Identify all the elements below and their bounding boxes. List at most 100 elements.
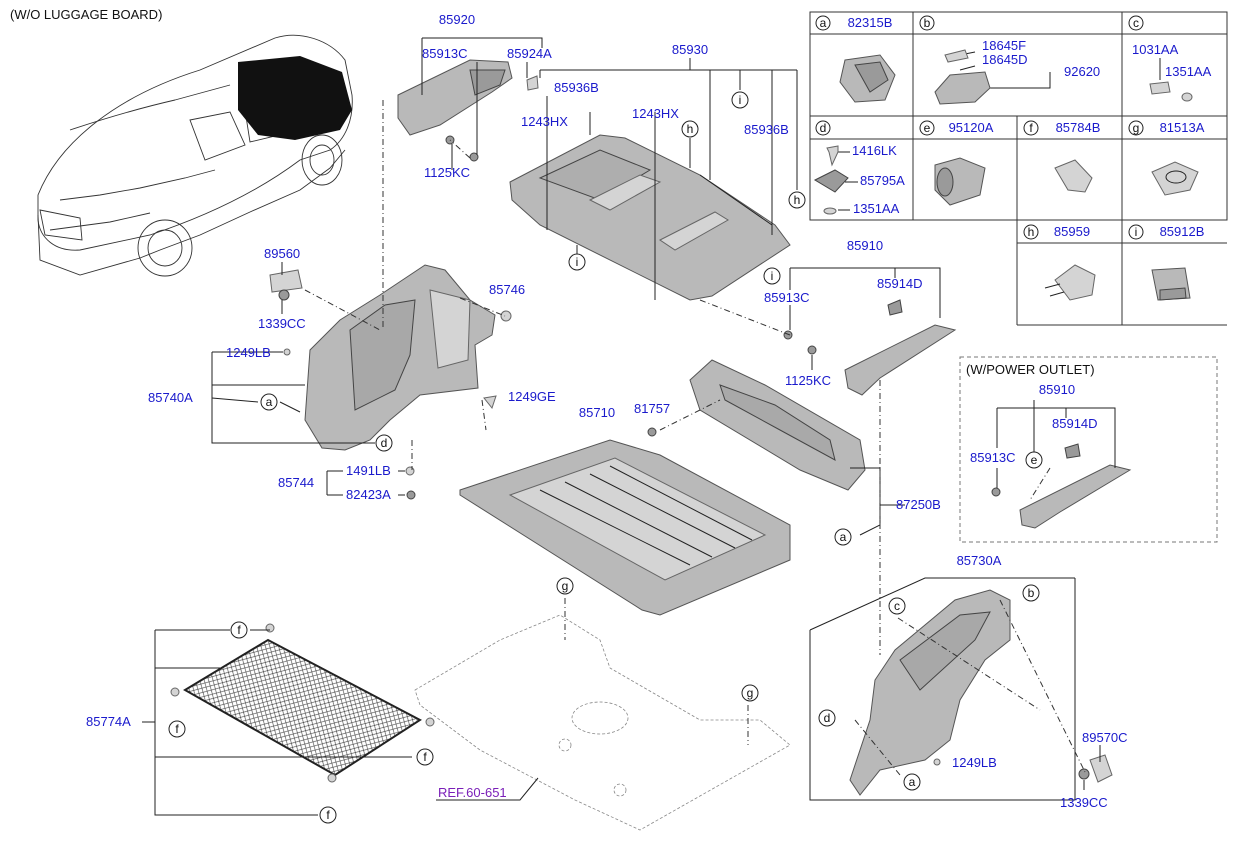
label-85924A: 85924A — [507, 46, 552, 61]
label-85740A: 85740A — [148, 390, 193, 405]
legend-cell-c: c 1031AA 1351AA — [1128, 15, 1212, 102]
callout-g-2: g — [741, 684, 759, 702]
leader-lines — [142, 37, 1116, 816]
power-outlet-panel: (W/POWER OUTLET) 85910 85913C 85914D e — [959, 356, 1218, 543]
part-85710-shape — [459, 439, 791, 616]
callout-d-2: d — [818, 709, 836, 727]
legend-part-1031AA: 1031AA — [1132, 42, 1179, 57]
svg-text:e: e — [1031, 453, 1038, 467]
legend-cell-b: b 18645F 18645D 92620 — [919, 15, 1100, 105]
svg-text:f: f — [423, 750, 427, 764]
svg-text:d: d — [381, 436, 388, 450]
callout-b-1: b — [1022, 584, 1040, 602]
legend-cell-i: i 85912B — [1128, 224, 1205, 301]
svg-text:i: i — [739, 93, 742, 107]
callout-a-1: a — [260, 393, 278, 411]
svg-text:i: i — [1135, 225, 1138, 239]
svg-text:a: a — [820, 16, 827, 30]
legend-part-85959: 85959 — [1054, 224, 1090, 239]
svg-text:f: f — [237, 623, 241, 637]
label-85914D: 85914D — [877, 276, 923, 291]
callout-c-1: c — [888, 597, 906, 615]
label-85914D-po: 85914D — [1052, 416, 1098, 431]
legend-part-1416LK: 1416LK — [852, 143, 897, 158]
label-85936B-right: 85936B — [744, 122, 789, 137]
callout-h-1: h — [681, 120, 699, 138]
label-85746: 85746 — [489, 282, 525, 297]
callout-circles: i h h i i a d a g g c b d a f f f f — [168, 91, 1040, 824]
label-85910: 85910 — [847, 238, 883, 253]
svg-text:d: d — [820, 121, 827, 135]
reference-link[interactable]: REF.60-651 — [438, 785, 507, 800]
svg-text:f: f — [326, 808, 330, 822]
callout-h-2: h — [788, 191, 806, 209]
variant-label: (W/O LUGGAGE BOARD) — [10, 7, 162, 22]
label-85936B-left: 85936B — [554, 80, 599, 95]
label-85930: 85930 — [672, 42, 708, 57]
power-outlet-trim-shape — [991, 443, 1132, 529]
svg-text:a: a — [840, 530, 847, 544]
svg-text:g: g — [1133, 121, 1140, 135]
legend-part-81513A: 81513A — [1160, 120, 1205, 135]
legend-part-85912B: 85912B — [1160, 224, 1205, 239]
legend-part-18645D: 18645D — [982, 52, 1028, 67]
part-85740A-shape — [269, 264, 512, 500]
callout-d-1: d — [375, 434, 393, 452]
svg-text:b: b — [924, 16, 931, 30]
vehicle-illustration — [37, 34, 353, 277]
installation-lines — [304, 100, 1086, 776]
svg-text:c: c — [1133, 16, 1139, 30]
svg-text:f: f — [175, 722, 179, 736]
svg-text:d: d — [824, 711, 831, 725]
legend-part-82315B: 82315B — [848, 15, 893, 30]
callout-g-1: g — [556, 577, 574, 595]
label-1249GE: 1249GE — [508, 389, 556, 404]
legend-cell-f: f 85784B — [1023, 120, 1100, 193]
label-1125KC-mid: 1125KC — [785, 373, 831, 388]
label-85774A: 85774A — [86, 714, 131, 729]
part-85930-shape — [509, 134, 791, 301]
callout-f-2: f — [168, 720, 186, 738]
label-85910-po: 85910 — [1039, 382, 1075, 397]
svg-text:h: h — [1028, 225, 1035, 239]
label-81757: 81757 — [634, 401, 670, 416]
legend-cell-h: h 85959 — [1023, 224, 1096, 301]
callout-f-3: f — [416, 748, 434, 766]
label-85913C-po: 85913C — [970, 450, 1016, 465]
svg-text:b: b — [1028, 586, 1035, 600]
svg-text:i: i — [771, 269, 774, 283]
part-85730A-shape — [849, 589, 1113, 796]
label-85920: 85920 — [439, 12, 475, 27]
body-floor-reference-outline — [414, 614, 791, 831]
legend-cell-d: d 1416LK 85795A 1351AA — [813, 120, 905, 216]
svg-text:h: h — [687, 122, 694, 136]
callout-a-2: a — [834, 528, 852, 546]
label-89560: 89560 — [264, 246, 300, 261]
legend-part-92620: 92620 — [1064, 64, 1100, 79]
callout-f-4: f — [319, 806, 337, 824]
legend-part-18645F: 18645F — [982, 38, 1026, 53]
label-85913C-top: 85913C — [422, 46, 468, 61]
legend-cell-e: e 95120A — [919, 120, 994, 206]
svg-text:a: a — [266, 395, 273, 409]
callout-i-3: i — [763, 267, 781, 285]
label-1339CC-left: 1339CC — [258, 316, 306, 331]
svg-text:g: g — [562, 579, 569, 593]
label-85913C-mid: 85913C — [764, 290, 810, 305]
callout-f-1: f — [230, 621, 248, 639]
legend-table: a 82315B b 18645F 18645D 92620 c 1031AA … — [809, 11, 1228, 326]
legend-part-1351AA-c: 1351AA — [1165, 64, 1212, 79]
svg-text:h: h — [794, 193, 801, 207]
power-outlet-label: (W/POWER OUTLET) — [966, 362, 1095, 377]
luggage-area-shading — [238, 56, 352, 140]
label-1249LB-right: 1249LB — [952, 755, 997, 770]
label-1125KC-top: 1125KC — [424, 165, 470, 180]
label-1491LB: 1491LB — [346, 463, 391, 478]
label-85744: 85744 — [278, 475, 314, 490]
part-87250B-shape — [647, 359, 866, 491]
label-1249LB-left: 1249LB — [226, 345, 271, 360]
reference-label[interactable]: REF.60-651 — [438, 785, 507, 800]
label-1339CC-right: 1339CC — [1060, 795, 1108, 810]
label-87250B: 87250B — [896, 497, 941, 512]
svg-text:i: i — [576, 255, 579, 269]
